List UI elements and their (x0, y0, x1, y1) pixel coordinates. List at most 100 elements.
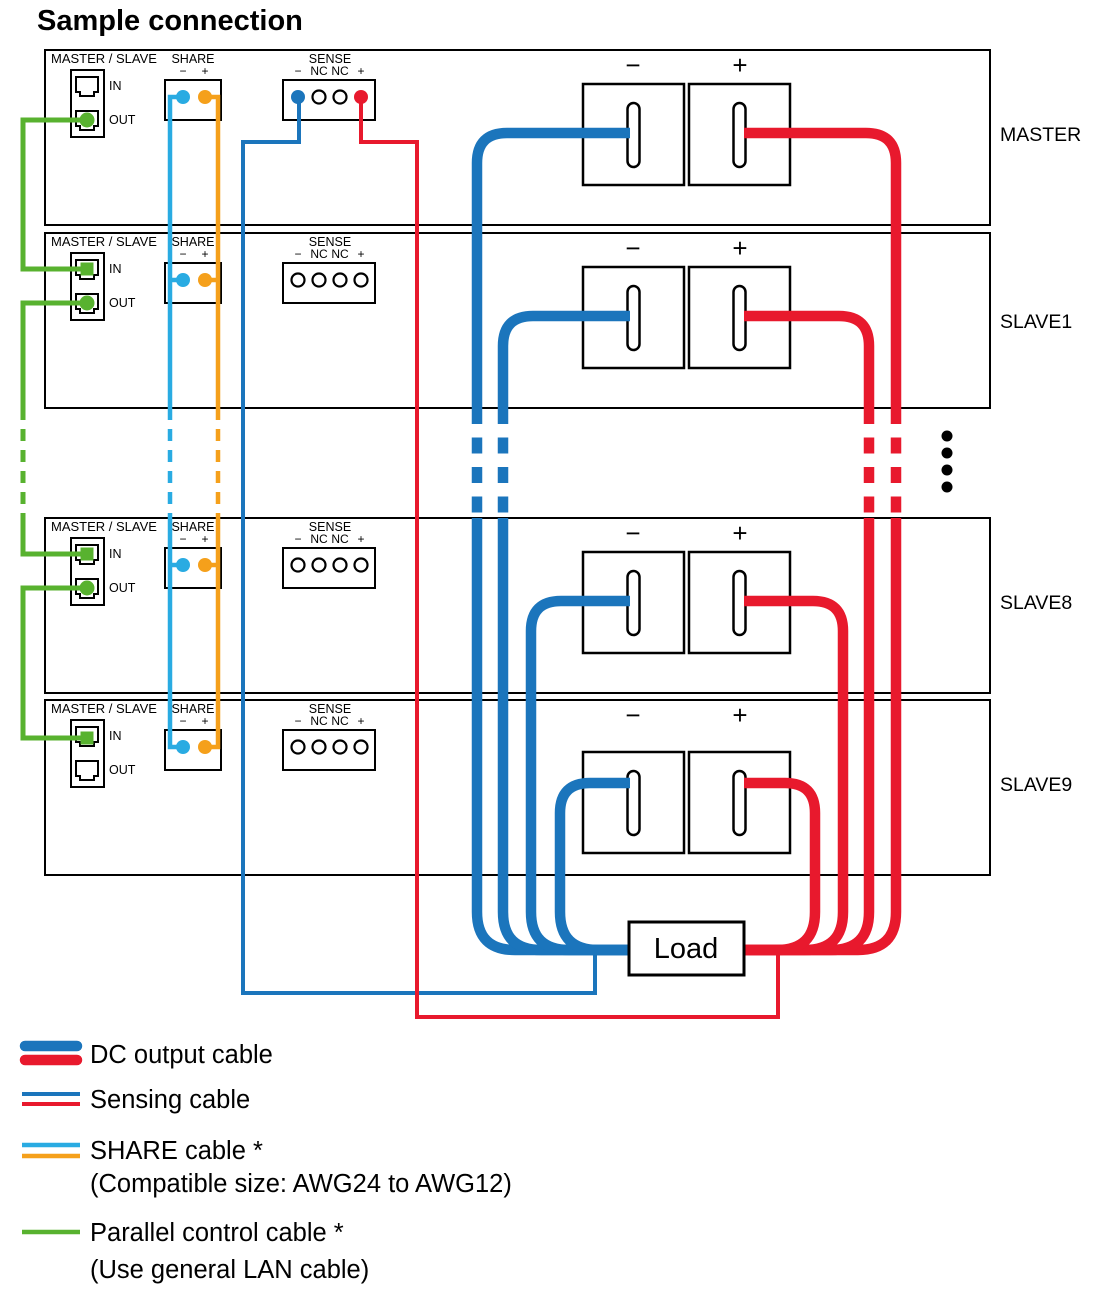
unit-slave9: MASTER / SLAVE IN OUT SHARE − + SENSE − … (44, 699, 1072, 876)
parallel-control-cable-master-to-slave1 (20, 117, 87, 272)
parallel-in-pin-slave9 (80, 731, 94, 745)
parallel-control-cable-slave8-to-slave9 (20, 585, 87, 741)
share-plus-pin-slave8 (198, 558, 212, 572)
dc-negative-cable-master-top (471, 127, 630, 408)
share-minus-label: − (179, 714, 186, 728)
load-label: Load (654, 933, 719, 965)
legend-label-sensing: Sensing cable (90, 1086, 250, 1114)
share-plus-pin-slave9 (198, 740, 212, 754)
sense-nc1-label: NC (310, 714, 328, 728)
dc-positive-cable-slave8 (740, 595, 849, 956)
share-plus-label: + (201, 247, 208, 261)
dc-negative-cable-slave1-top (497, 310, 630, 408)
page-title: Sample connection (37, 5, 303, 37)
sense-label: SENSE (309, 520, 351, 534)
sensing-cable-negative (241, 97, 597, 995)
continuation-dot (941, 430, 953, 442)
share-connector-box (164, 547, 222, 589)
dc-negative-cable-slave8 (525, 595, 634, 956)
continuation-dot (941, 464, 953, 476)
sense-minus-label: − (294, 247, 301, 261)
legend-label-share: SHARE cable * (90, 1137, 263, 1165)
share-minus-label: − (179, 64, 186, 78)
dc-negative-cable-slave1-bottom (497, 518, 634, 956)
sense-plus-label: + (357, 532, 364, 546)
legend-item-sensing: Sensing cable (22, 1086, 250, 1114)
dc-positive-cable-master-top (744, 127, 902, 408)
unit-name-label: SLAVE9 (1000, 774, 1072, 796)
parallel-out-pin-slave1 (79, 295, 95, 311)
in-label: IN (109, 262, 122, 276)
sense-nc1-label: NC (310, 64, 328, 78)
master-slave-label: MASTER / SLAVE (51, 701, 157, 716)
share-plus-label: + (201, 532, 208, 546)
share-label: SHARE (171, 520, 214, 534)
dc-negative-cable-slave9 (554, 777, 634, 956)
sensing-cable-positive (359, 97, 780, 1019)
legend-item-parallel-control: Parallel control cable * (Use general LA… (22, 1219, 369, 1284)
parallel-control-cable-slave8-in (20, 518, 83, 557)
sense-pin (353, 272, 369, 288)
negative-terminal-label: − (625, 518, 640, 548)
load-box (627, 920, 746, 977)
sense-nc1-label: NC (310, 532, 328, 546)
sense-label: SENSE (309, 235, 351, 249)
out-label: OUT (109, 296, 136, 310)
positive-terminal-label: + (732, 518, 747, 548)
in-label: IN (109, 729, 122, 743)
legend-item-share: SHARE cable * (Compatible size: AWG24 to… (22, 1137, 512, 1198)
master-slave-label: MASTER / SLAVE (51, 519, 157, 534)
legend-note-share: (Compatible size: AWG24 to AWG12) (90, 1170, 512, 1198)
sense-nc2-label: NC (331, 532, 349, 546)
share-connector-box (164, 79, 222, 121)
sense-nc2-label: NC (331, 64, 349, 78)
share-minus-pin-slave1 (176, 273, 190, 287)
sense-pin (332, 272, 348, 288)
sense-minus-label: − (294, 532, 301, 546)
share-label: SHARE (171, 702, 214, 716)
parallel-control-cable-slave1-out (20, 300, 87, 408)
positive-terminal-label: + (732, 50, 747, 80)
master-slave-label: MASTER / SLAVE (51, 51, 157, 66)
continuation-dot (941, 447, 953, 459)
dc-positive-cable-slave1-bottom (740, 518, 875, 956)
share-plus-label: + (201, 714, 208, 728)
share-minus-label: − (179, 532, 186, 546)
sense-minus-label: − (294, 714, 301, 728)
sense-minus-pin-master (291, 90, 305, 104)
share-connector-box (164, 729, 222, 771)
sense-nc1-label: NC (310, 247, 328, 261)
share-plus-pin-slave1 (198, 273, 212, 287)
negative-terminal (581, 750, 686, 855)
negative-terminal-label: − (625, 700, 640, 730)
pins-layer (79, 89, 369, 755)
sense-pin (311, 739, 327, 755)
sense-pin (311, 557, 327, 573)
out-label: OUT (109, 763, 136, 777)
sense-plus-label: + (357, 247, 364, 261)
sense-nc-pin (311, 89, 327, 105)
parallel-in-pin-slave1 (80, 262, 94, 276)
load: Load (627, 920, 746, 977)
unit-name-label: MASTER (1000, 124, 1081, 146)
unit-name-label: SLAVE1 (1000, 311, 1072, 333)
share-label: SHARE (171, 235, 214, 249)
dc-positive-cable-master-bottom (740, 518, 902, 956)
cables-layer (20, 94, 902, 1019)
share-plus-label: + (201, 64, 208, 78)
legend-note-parallel-control: (Use general LAN cable) (90, 1256, 369, 1284)
legend-label-dc-output: DC output cable (90, 1041, 273, 1069)
sense-pin (311, 272, 327, 288)
sense-nc2-label: NC (331, 247, 349, 261)
sense-nc-pin (332, 89, 348, 105)
share-plus-pin-master (198, 90, 212, 104)
positive-terminal-label: + (732, 700, 747, 730)
out-label: OUT (109, 581, 136, 595)
share-minus-label: − (179, 247, 186, 261)
legend-label-parallel-control: Parallel control cable * (90, 1219, 344, 1247)
share-label: SHARE (171, 52, 214, 66)
unit-name-label: SLAVE8 (1000, 592, 1072, 614)
sense-label: SENSE (309, 52, 351, 66)
share-minus-pin-master (176, 90, 190, 104)
parallel-out-pin-slave8 (79, 580, 95, 596)
